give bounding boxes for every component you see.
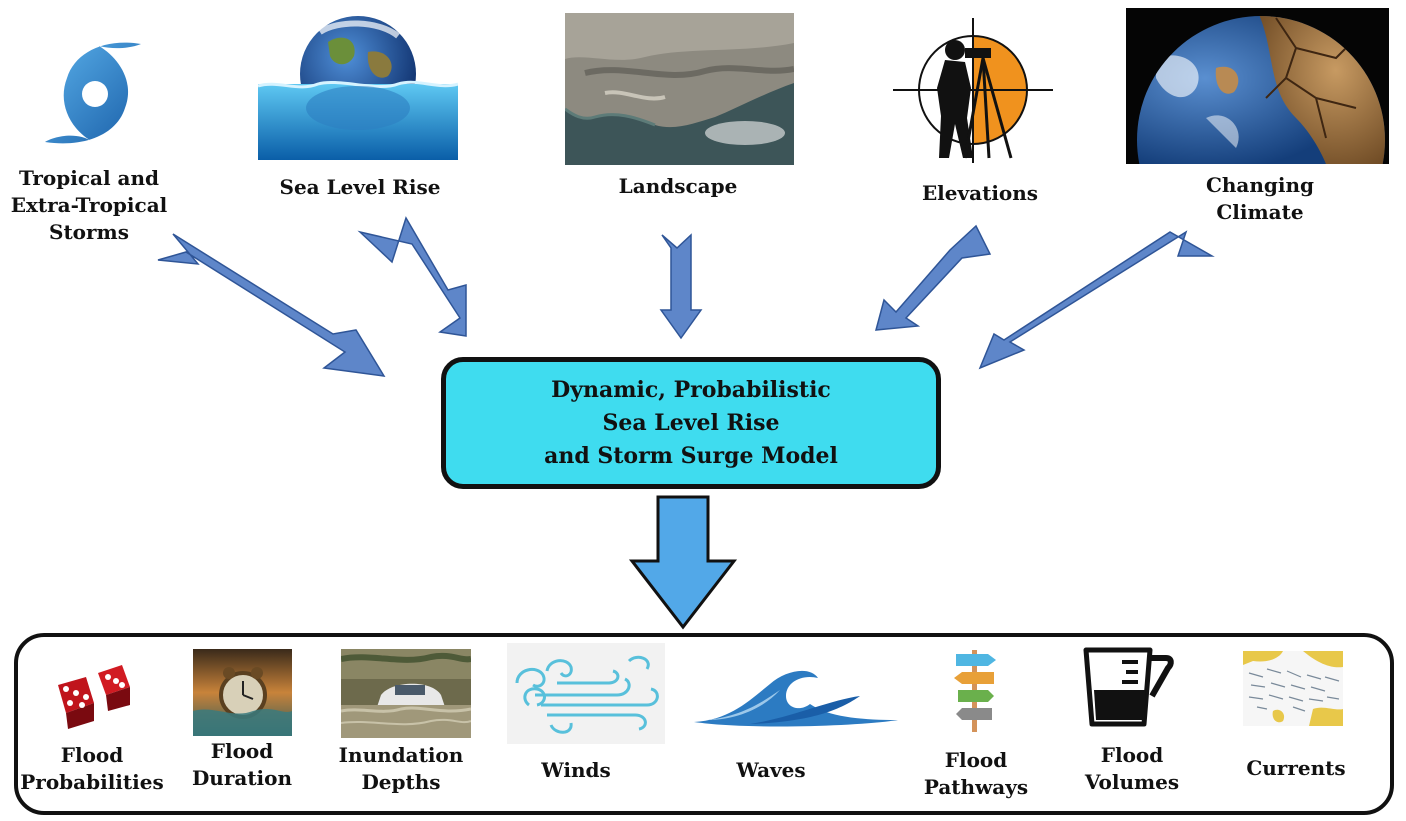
arrow-sea-level-rise bbox=[357, 216, 467, 337]
arrow-storms bbox=[157, 233, 386, 377]
model-title-line-2: Sea Level Rise bbox=[602, 409, 780, 436]
output-label-flood-duration: Flood Duration bbox=[191, 739, 293, 790]
earth-water-icon bbox=[258, 12, 458, 160]
output-label-flood-volumes: Flood Volumes bbox=[1084, 743, 1180, 794]
arrow-elevations bbox=[874, 224, 992, 331]
dice-icon bbox=[58, 665, 130, 729]
input-label-changing-climate: Changing Climate bbox=[1205, 173, 1315, 224]
cracked-earth-icon bbox=[1126, 8, 1389, 164]
input-label-sea-level-rise: Sea Level Rise bbox=[279, 175, 441, 199]
aerial-landscape-photo bbox=[565, 13, 794, 165]
output-label-waves: Waves bbox=[736, 758, 806, 782]
arrow-landscape bbox=[659, 233, 703, 340]
model-title-line-3: and Storm Surge Model bbox=[544, 442, 838, 469]
output-label-inundation-depths: Inundation Depths bbox=[338, 743, 464, 794]
output-label-flood-pathways: Flood Pathways bbox=[923, 748, 1029, 799]
hurricane-icon bbox=[45, 42, 141, 144]
input-label-storms: Tropical and Extra-Tropical Storms bbox=[10, 166, 168, 244]
outputs-box bbox=[14, 633, 1394, 815]
current-map-icon bbox=[1243, 651, 1343, 726]
output-label-flood-probabilities: Flood Probabilities bbox=[20, 743, 164, 794]
output-label-currents: Currents bbox=[1246, 756, 1346, 780]
model-title-line-1: Dynamic, Probabilistic bbox=[551, 376, 831, 403]
clock-water-icon bbox=[193, 649, 292, 736]
surveyor-icon bbox=[893, 18, 1053, 163]
wind-swirl-icon bbox=[507, 643, 665, 744]
output-arrow bbox=[628, 495, 738, 630]
measuring-jug-icon bbox=[1083, 647, 1174, 727]
flooded-car-photo bbox=[341, 649, 471, 738]
input-label-landscape: Landscape bbox=[618, 174, 738, 198]
signpost-icon bbox=[954, 650, 996, 732]
model-box: Dynamic, Probabilistic Sea Level Rise an… bbox=[441, 357, 941, 489]
arrow-changing-climate bbox=[978, 230, 1215, 370]
wave-icon bbox=[694, 670, 898, 727]
output-label-winds: Winds bbox=[541, 758, 611, 782]
input-label-elevations: Elevations bbox=[921, 181, 1039, 205]
input-arrows bbox=[157, 216, 1215, 377]
